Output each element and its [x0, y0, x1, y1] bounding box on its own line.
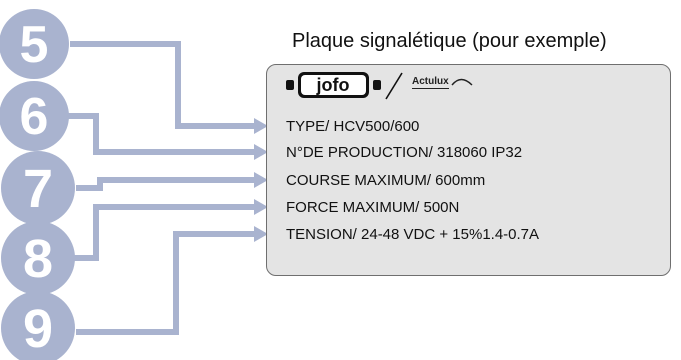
actulux-brand: Actulux — [412, 76, 473, 89]
callout-6: 6 — [0, 81, 69, 151]
callout-9-label: 9 — [23, 299, 53, 359]
arrowhead-5 — [254, 118, 268, 134]
callout-8: 8 — [1, 221, 75, 295]
arrowhead-7 — [254, 172, 268, 188]
arrowhead-9 — [254, 226, 268, 242]
arrowhead-6 — [254, 144, 268, 160]
callout-5: 5 — [0, 9, 69, 79]
plate-line-tension: TENSION/ 24-48 VDC + 15%1.4-0.7A — [286, 226, 540, 243]
leader-line-5 — [70, 41, 254, 129]
leader-line-8 — [74, 204, 254, 261]
nameplate — [266, 64, 671, 276]
leader-line-6 — [68, 113, 254, 155]
actulux-text: Actulux — [412, 76, 449, 89]
logo-text: jofo — [316, 75, 350, 95]
callout-6-label: 6 — [20, 88, 49, 146]
jofo-logo: jofo — [286, 72, 403, 100]
leader-line-9 — [76, 231, 254, 335]
plate-line-force: FORCE MAXIMUM/ 500N — [286, 199, 460, 216]
plate-line-type: TYPE/ HCV500/600 — [286, 118, 420, 135]
arrowhead-8 — [254, 199, 268, 215]
plate-line-production: N°DE PRODUCTION/ 318060 IP32 — [286, 144, 523, 161]
callout-7: 7 — [1, 151, 75, 225]
callout-circles: 5 6 7 8 9 — [0, 9, 75, 360]
leader-line-7 — [76, 177, 254, 191]
plate-line-course: COURSE MAXIMUM/ 600mm — [286, 172, 486, 189]
actulux-swoosh — [451, 79, 473, 86]
callout-5-label: 5 — [20, 16, 49, 74]
leader-lines — [68, 41, 254, 335]
logo-slash — [385, 72, 403, 100]
callout-7-label: 7 — [23, 159, 53, 219]
leader-arrowheads — [254, 118, 268, 242]
callout-9: 9 — [1, 291, 75, 360]
callout-8-label: 8 — [23, 229, 53, 289]
plate-caption: Plaque signalétique (pour exemple) — [292, 30, 607, 52]
